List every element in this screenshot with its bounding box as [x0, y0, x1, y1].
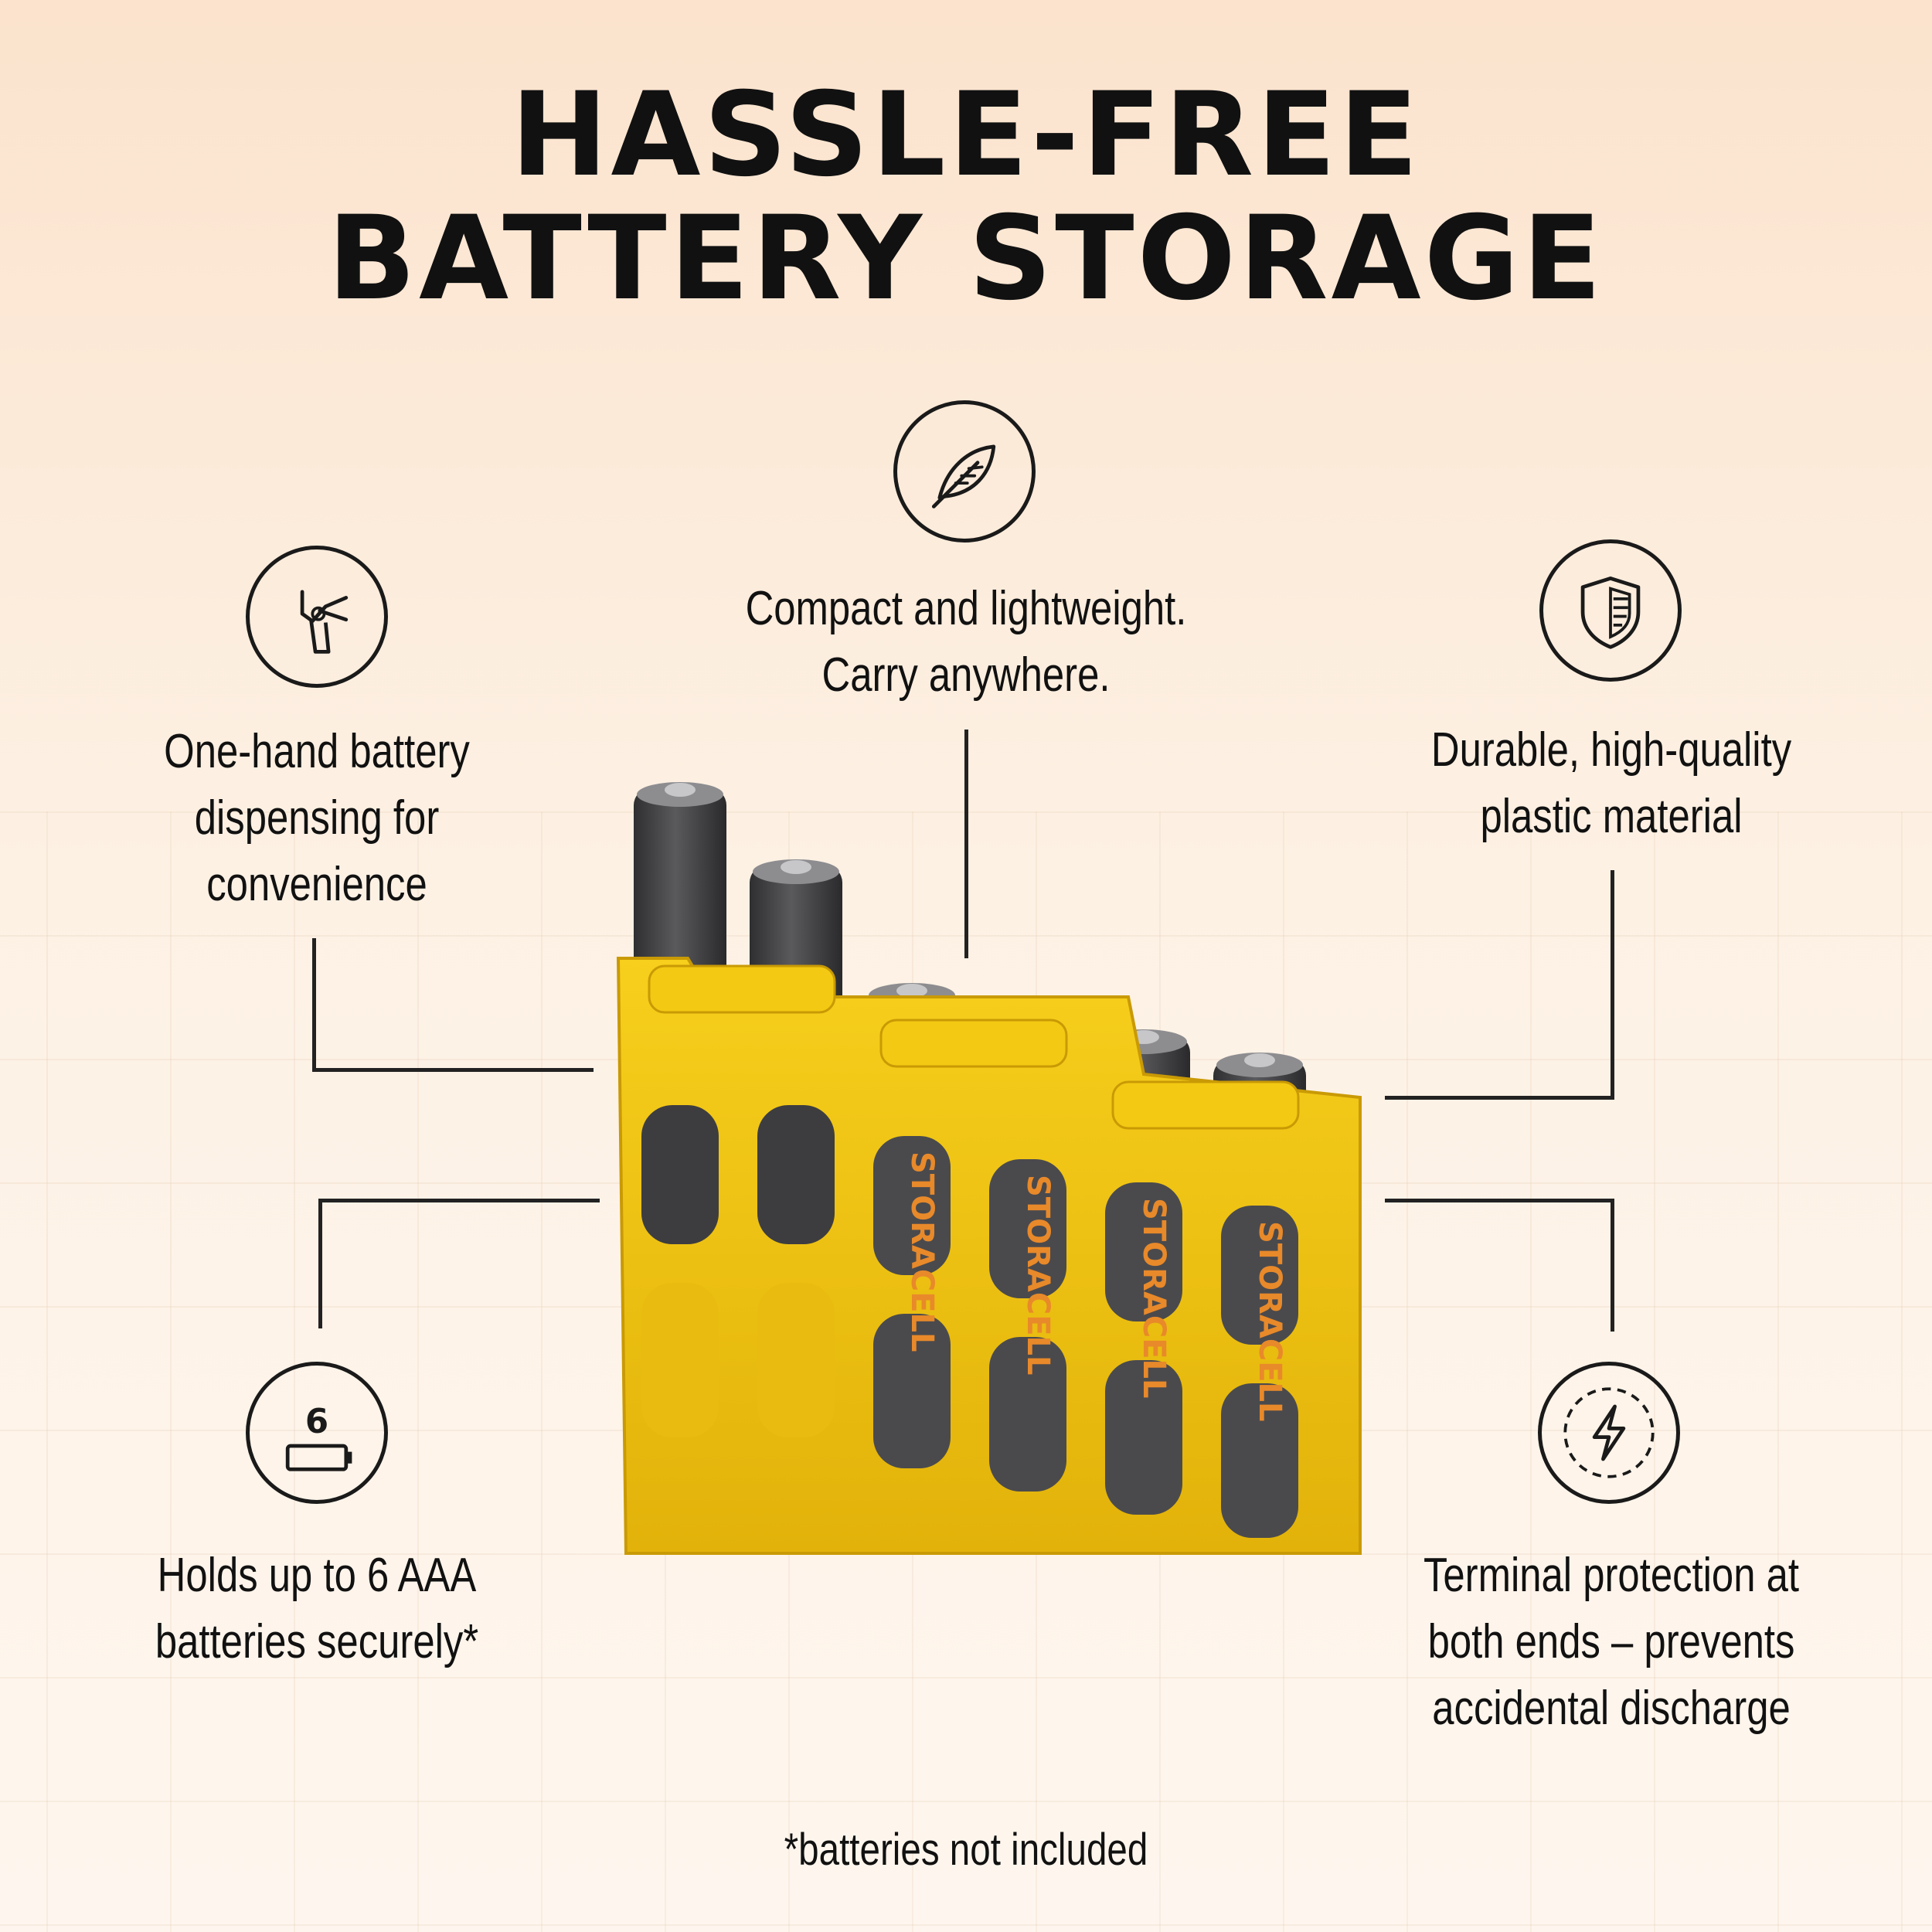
case-window-4: STORACELL — [989, 1159, 1066, 1492]
battery-label-6: STORACELL — [1252, 1221, 1287, 1422]
connector-holds-horizontal — [318, 1199, 600, 1202]
feature-terminal: Terminal protection at both ends – preve… — [1423, 1549, 1800, 1735]
connector-terminal-vertical — [1611, 1199, 1614, 1332]
connector-holds-vertical — [318, 1199, 322, 1328]
case-window-6: STORACELL — [1221, 1206, 1298, 1538]
headline-line-1: HASSLE-FREE — [510, 68, 1422, 202]
battery-case-illustration: STORACELL STORACELL STORACELL STORACELL — [603, 765, 1383, 1577]
connector-compact — [964, 730, 968, 958]
connector-terminal-horizontal — [1385, 1199, 1614, 1202]
connector-durable-horizontal — [1385, 1096, 1614, 1100]
battery-count-icon: 6 — [246, 1362, 388, 1504]
footnote: *batteries not included — [784, 1825, 1148, 1875]
feature-compact: Compact and lightweight. Carry anywhere. — [745, 582, 1187, 702]
case-window-1 — [641, 1105, 719, 1437]
feather-icon — [893, 400, 1036, 543]
case-window-3: STORACELL — [873, 1136, 951, 1468]
battery-label-3: STORACELL — [904, 1151, 940, 1352]
case-window-5: STORACELL — [1105, 1182, 1182, 1515]
battery-label-5: STORACELL — [1136, 1198, 1172, 1399]
lightning-bolt-icon — [1538, 1362, 1680, 1504]
feature-durable: Durable, high-quality plastic material — [1430, 723, 1792, 843]
battery-label-4: STORACELL — [1020, 1175, 1056, 1376]
hand-pinch-icon — [246, 546, 388, 688]
feature-one-hand: One-hand battery dispensing for convenie… — [164, 725, 470, 911]
connector-one-hand-horizontal — [312, 1068, 594, 1072]
case-clip-3 — [1111, 1080, 1300, 1130]
case-window-2 — [757, 1105, 835, 1437]
headline: HASSLE-FREE BATTERY STORAGE — [0, 73, 1932, 321]
case-clip-2 — [879, 1019, 1068, 1068]
shield-icon — [1539, 539, 1682, 682]
case-clip-1 — [648, 964, 836, 1014]
feature-holds: Holds up to 6 AAA batteries securely* — [155, 1549, 479, 1668]
connector-durable-vertical — [1611, 870, 1614, 1099]
battery-count-text: 6 — [305, 1403, 328, 1441]
headline-line-2: BATTERY STORAGE — [327, 192, 1605, 326]
connector-one-hand-vertical — [312, 938, 316, 1071]
